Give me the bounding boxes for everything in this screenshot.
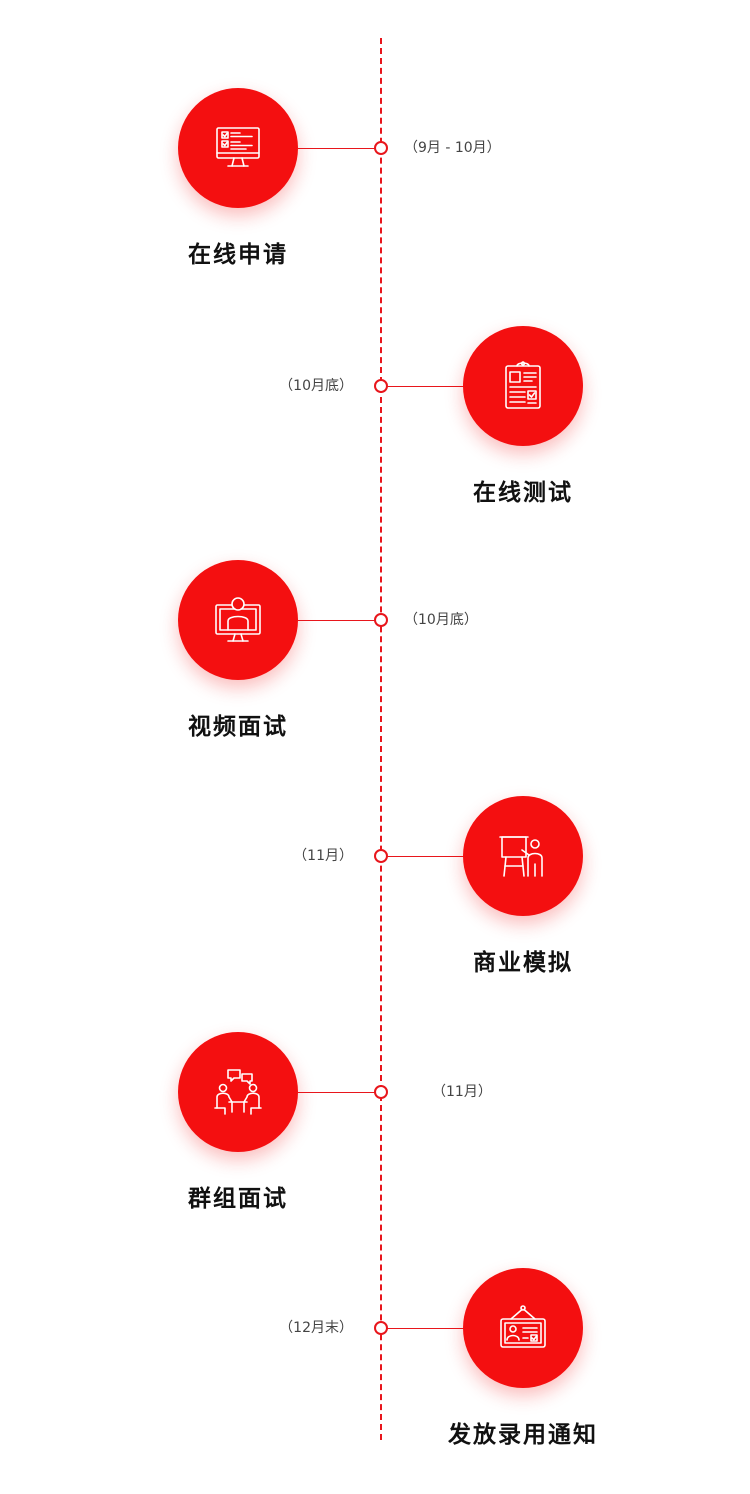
- step-title: 视频面试: [188, 714, 288, 740]
- step-icon-circle: [178, 1032, 298, 1152]
- computer-checklist-icon: [216, 127, 260, 167]
- step-icon-circle: [463, 1268, 583, 1388]
- timeline-node: [374, 613, 388, 627]
- timeline-node: [374, 1085, 388, 1099]
- step-title: 在线申请: [188, 242, 288, 268]
- step-icon-circle: [463, 326, 583, 446]
- step-connector-line: [298, 620, 376, 621]
- step-icon-circle: [463, 796, 583, 916]
- step-title: 商业模拟: [473, 950, 573, 976]
- step-date: （11月）: [432, 1084, 492, 1100]
- step-date: （12月末）: [279, 1320, 353, 1336]
- step-title: 群组面试: [188, 1186, 288, 1212]
- timeline-node: [374, 141, 388, 155]
- step-date: （10月底）: [404, 612, 478, 628]
- step-title: 在线测试: [473, 480, 573, 506]
- step-icon-circle: [178, 88, 298, 208]
- step-connector-line: [386, 856, 464, 857]
- step-connector-line: [298, 148, 376, 149]
- presentation-board-icon: [499, 836, 543, 877]
- timeline-dashed-line: [380, 38, 382, 1440]
- group-discussion-icon: [214, 1069, 262, 1115]
- step-icon-circle: [178, 560, 298, 680]
- step-connector-line: [386, 1328, 464, 1329]
- clipboard-test-icon: [505, 361, 541, 409]
- step-date: （11月）: [293, 848, 353, 864]
- step-title: 发放录用通知: [448, 1422, 598, 1448]
- step-connector-line: [386, 386, 464, 387]
- step-date: （10月底）: [279, 378, 353, 394]
- video-call-monitor-icon: [215, 597, 261, 642]
- step-date: （9月 - 10月）: [404, 140, 501, 156]
- offer-notice-board-icon: [500, 1305, 546, 1348]
- step-connector-line: [298, 1092, 376, 1093]
